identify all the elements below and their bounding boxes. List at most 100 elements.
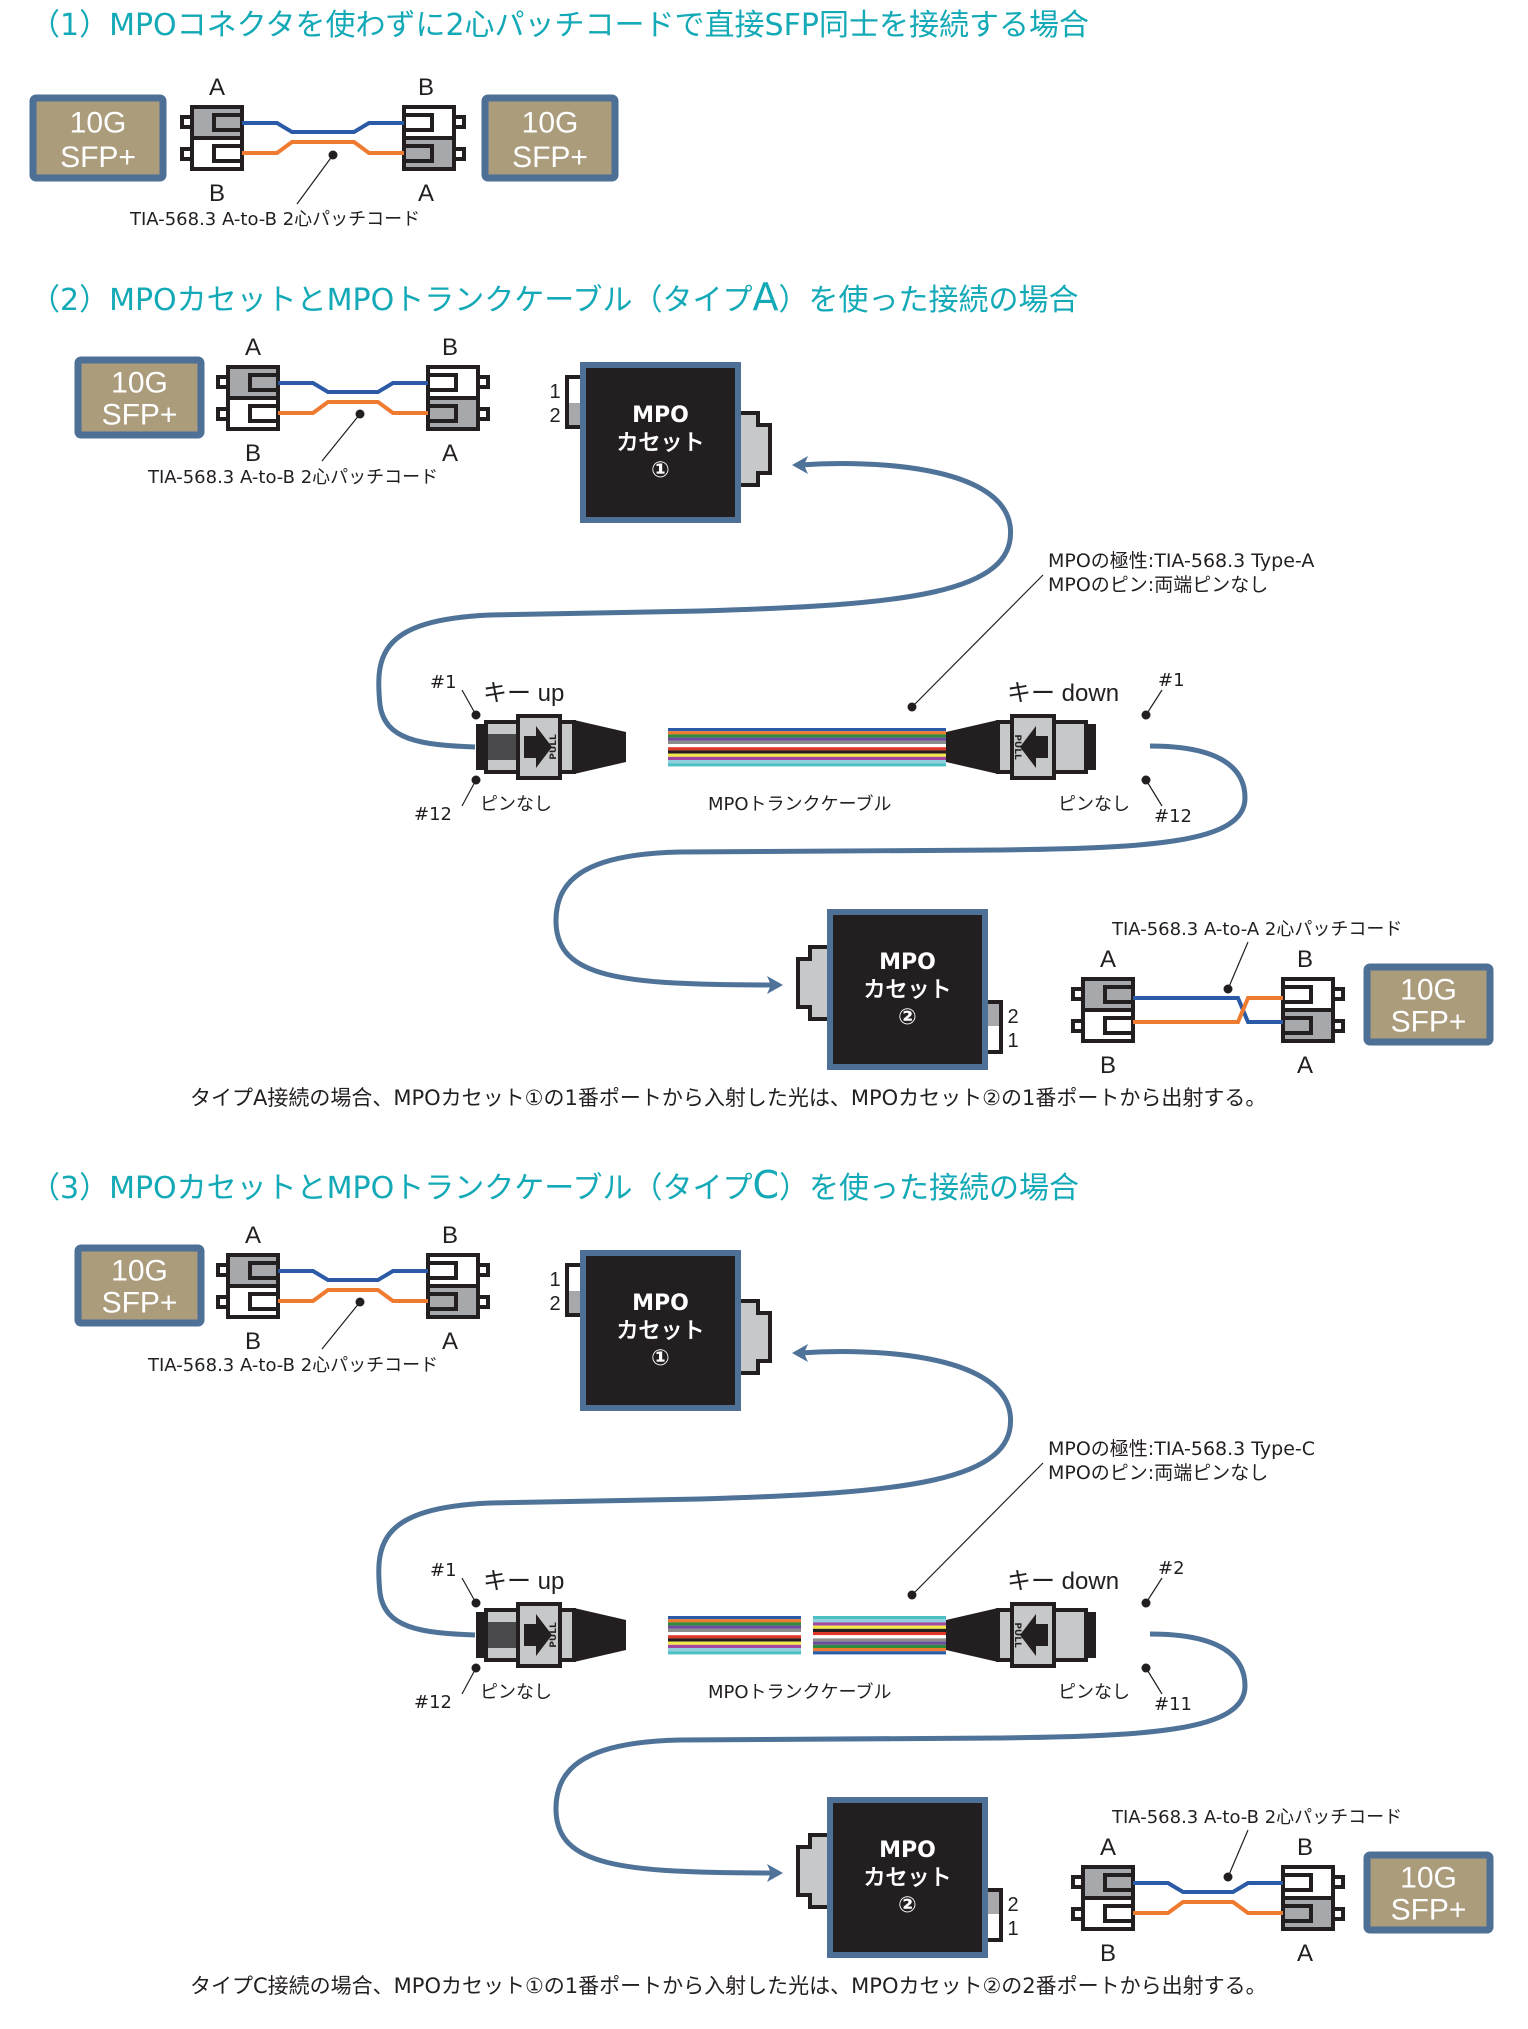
section-title: （3）MPOカセットとMPOトランクケーブル（タイプC）を使った接続の場合 [30,1163,1079,1207]
connector-label: B [418,74,434,101]
fiber-strand [813,1638,946,1642]
fiber-strand [813,1632,946,1636]
cassette-label: MPO [632,1291,689,1316]
lc-connector-right-icon [1281,977,1345,1043]
mpo-polarity-note: MPOの極性:TIA-568.3 Type-C [1048,1438,1315,1460]
patch-cord-label: TIA-568.3 A-to-B 2心パッチコード [147,467,438,488]
pull-arrow-left-icon [1020,1614,1048,1656]
fiber-orange [278,400,428,415]
connector-label: A [209,74,225,101]
leader-line [1145,1577,1163,1604]
title-type: C [752,1163,779,1207]
cassette-label: カセット [863,978,951,1003]
fiber-strand [813,1616,946,1620]
fiber-strand [813,1619,946,1623]
connector-label: B [442,1222,458,1249]
pull-label: PULL [549,1622,559,1648]
leader-line [461,1577,477,1604]
fiber-strand [668,1648,801,1652]
mpo-collar [558,720,576,774]
mpo-ferrule [1052,720,1088,774]
lc-connector-right-icon [1281,1865,1345,1931]
fiber-blue [278,1269,428,1282]
fiber-cable-loop [553,743,1248,988]
fiber-strand [668,1641,801,1645]
key-down-label: キー down [1007,1568,1119,1595]
lc-connector-left-icon [1071,1865,1135,1931]
connector-label: A [245,334,261,361]
fiber-position-label: #11 [1154,1694,1192,1715]
cassette-body [827,909,988,1070]
fiber-position-label: #12 [414,1692,452,1713]
fiber-position-label: #1 [1158,670,1185,691]
fiber-cable-loop [376,1349,1014,1638]
mpo-ribbon-fibers [668,1616,946,1655]
section-title: （2）MPOカセットとMPOトランクケーブル（タイプA）を使った接続の場合 [30,275,1078,319]
fiber-strand [668,737,946,741]
section-title: （1）MPOコネクタを使わずに2心パッチコードで直接SFP同士を接続する場合 [30,8,1089,43]
patch-cord-label: TIA-568.3 A-to-B 2心パッチコード [147,1355,438,1376]
fiber-strand [668,753,946,757]
arrow-head-icon [767,1864,783,1882]
section-caption: タイプC接続の場合、MPOカセット①の1番ポートから入射した光は、MPOカセット… [190,1974,1267,1998]
title-type: A [752,275,778,319]
sfp-label-speed: 10G [111,1254,168,1287]
leader-line [911,574,1044,708]
connector-label: A [1100,1834,1116,1861]
section-1: （1）MPOコネクタを使わずに2心パッチコードで直接SFP同士を接続する場合 10… [29,8,1089,230]
mpo-boot [574,1608,626,1662]
cassette-body [580,1250,741,1411]
fiber-strand [668,1622,801,1626]
mpo-boot [946,1608,998,1662]
key-up-label: キー up [483,680,564,707]
fiber-strand [668,1616,801,1620]
arrow-head-icon [767,976,783,994]
sfp-label-speed: 10G [70,106,127,139]
fiber-strand [813,1641,946,1645]
fiber-strand [813,1644,946,1648]
title-suffix: ）を使った接続の場合 [779,1171,1079,1206]
leader-line [461,779,477,807]
sfp-label-type: SFP+ [60,141,136,174]
fiber-blue [278,381,428,394]
sfp-label-type: SFP+ [1391,1894,1467,1927]
leader-line [911,1462,1044,1596]
sfp-label-speed: 10G [1400,973,1457,1006]
fiber-strand [813,1648,946,1652]
lc-connector-left-icon [216,365,280,431]
leader-line [461,689,477,716]
cassette-label: MPO [632,403,689,428]
cassette-number: ② [898,1005,917,1030]
mpo-connector-key-up: PULL [476,1602,626,1668]
sfp-body [74,356,205,439]
mpo-ribbon-fibers [668,728,946,767]
port-number: 1 [549,381,560,403]
connector-label: B [1100,1940,1116,1967]
cassette-label: カセット [616,431,704,456]
pull-arrow-left-icon [1020,726,1048,768]
fiber-cable-loop [553,1631,1248,1876]
leader-line [1227,941,1249,990]
fiber-strand [813,1651,946,1655]
mpo-key [488,734,516,760]
leader-line [1145,1667,1163,1695]
fiber-blue [1133,996,1283,1024]
sfp-label-speed: 10G [1400,1861,1457,1894]
key-down-label: キー down [1007,680,1119,707]
connector-label: A [1297,1052,1313,1079]
mpo-collar [996,1608,1014,1662]
port-number: 2 [549,405,560,427]
fiber-position-label: #1 [430,1560,457,1581]
sfp-body [74,1244,205,1327]
lc-connector-right-icon [402,105,466,171]
mpo-ferrule-end [1084,1612,1096,1658]
sfp-body [1363,1851,1494,1934]
